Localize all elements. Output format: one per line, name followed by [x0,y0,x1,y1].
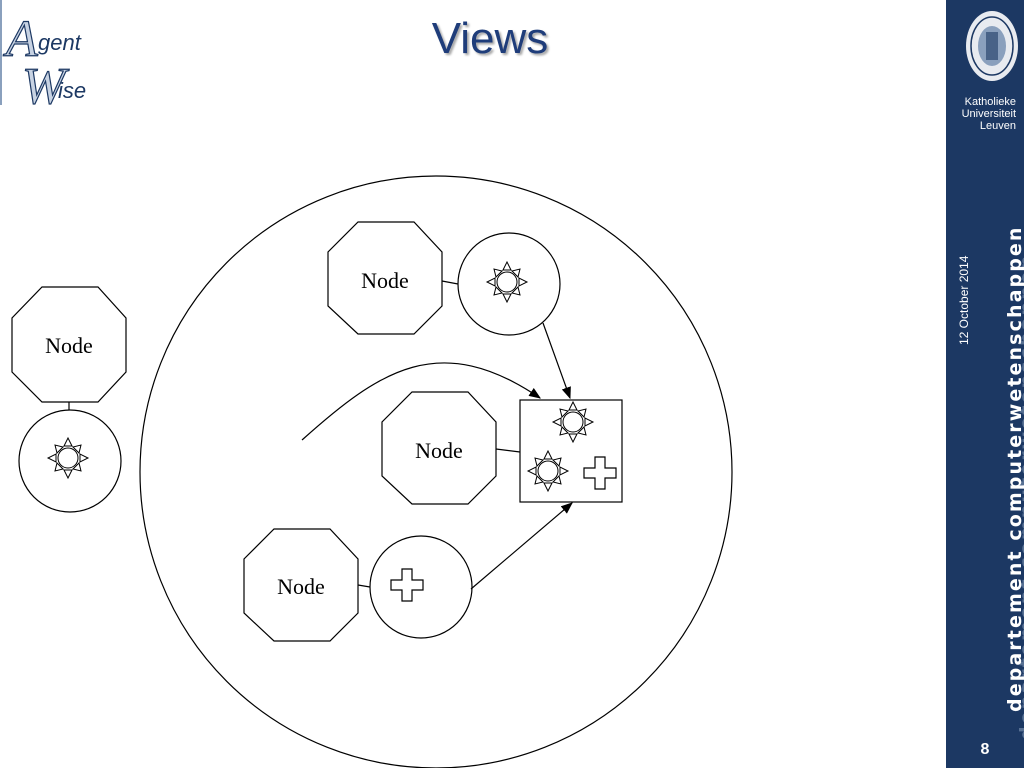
slide-date: 12 October 2014 [957,255,971,345]
node-octagon [327,221,443,335]
node-octagon [11,286,127,403]
agent-bottom: Node [243,528,473,642]
slide-title: Views [431,14,549,63]
node-label: Node [277,574,325,599]
node-label: Node [361,268,409,293]
environment-circle [139,175,733,768]
logo-letter-w: W [22,58,70,110]
node-octagon [243,528,359,642]
logo-word-gent: gent [38,30,82,55]
node-label: Node [415,438,463,463]
department-name: departement computerwetenschappen [1004,225,1024,712]
page-number: 8 [980,741,990,758]
university-line: Leuven [979,120,1016,132]
university-line: Katholieke [964,96,1016,108]
university-seal-icon [966,11,1018,81]
arrow-bottom-to-box [470,502,573,590]
university-line: Universiteit [961,108,1016,120]
agentwise-logo: A gent W ise [0,0,86,110]
logo-letter-a: A [3,11,38,68]
arrow-movement-curve [301,362,541,441]
arrow-top-to-box [542,322,571,400]
agent-top: Node [327,221,561,336]
sidebar [946,0,1024,768]
views-diagram: Node Node Node Node [11,175,733,768]
outside-agent: Node [11,286,127,513]
logo-word-ise: ise [58,78,86,103]
node-octagon [381,391,497,505]
university-name: Katholieke Universiteit Leuven [936,96,1016,132]
agent-middle: Node [381,391,623,505]
node-label: Node [45,333,93,358]
